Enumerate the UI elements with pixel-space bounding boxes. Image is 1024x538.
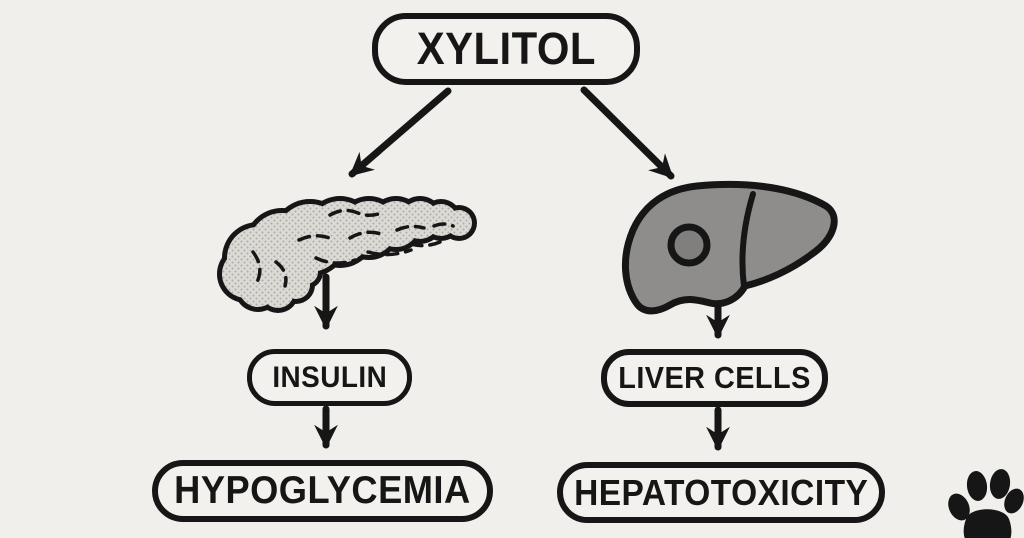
node-insulin: INSULIN — [247, 349, 412, 406]
node-hepatotoxicity: HEPATOTOXICITY — [557, 462, 885, 523]
node-xylitol: XYLITOL — [372, 13, 640, 85]
liver-spot — [667, 223, 711, 267]
node-hypoglycemia-label: HYPOGLYCEMIA — [174, 469, 471, 512]
node-insulin-label: INSULIN — [272, 360, 387, 394]
liver-body — [621, 180, 838, 315]
pancreas-outline — [217, 196, 477, 313]
node-liver-cells: LIVER CELLS — [601, 349, 828, 407]
pancreas-texture-lines — [251, 208, 455, 288]
node-hepatotoxicity-label: HEPATOTOXICITY — [573, 471, 869, 513]
arrow-xylitol-to-liver — [580, 86, 675, 180]
liver-lobe-divider — [739, 191, 756, 289]
arrow-xylitol-to-pancreas — [348, 87, 452, 178]
node-liver-cells-label: LIVER CELLS — [618, 360, 811, 395]
node-xylitol-label: XYLITOL — [416, 23, 596, 74]
node-hypoglycemia: HYPOGLYCEMIA — [152, 460, 493, 522]
pancreas-body — [222, 201, 472, 308]
